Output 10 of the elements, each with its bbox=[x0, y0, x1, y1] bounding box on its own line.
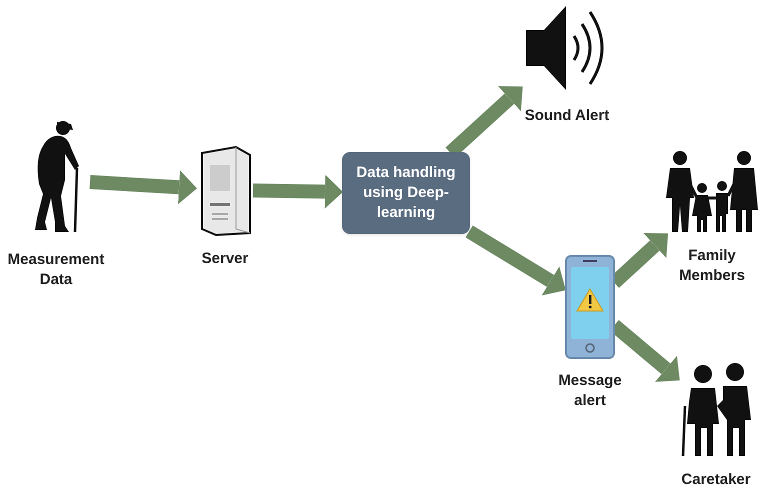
arrow bbox=[90, 170, 197, 204]
process-box: Data handling using Deep-learning bbox=[342, 152, 470, 234]
node-label: Family Members bbox=[678, 246, 746, 286]
node-label: Message alert bbox=[557, 371, 623, 411]
node-label: Sound Alert bbox=[524, 106, 610, 126]
node-label: Caretaker bbox=[681, 470, 751, 490]
node-label: Server bbox=[202, 249, 248, 269]
arrow bbox=[252, 174, 343, 209]
node-label: Measurement Data bbox=[6, 250, 106, 290]
arrow bbox=[466, 225, 566, 296]
